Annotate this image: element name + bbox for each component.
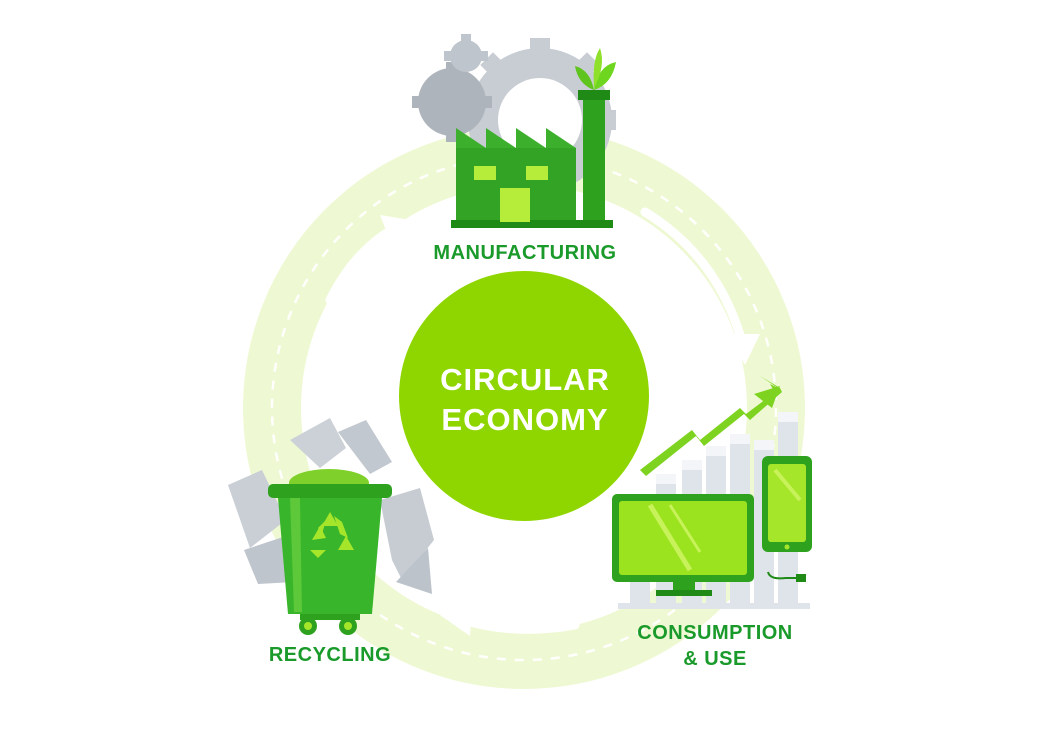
smartphone-icon (762, 456, 812, 552)
recycle-symbol-icon (228, 418, 434, 594)
factory-icon (451, 90, 613, 228)
center-circle (399, 271, 649, 521)
stage-label-manufacturing: MANUFACTURING (433, 242, 617, 264)
arrow-recycling-to-manufacturing (325, 215, 410, 305)
arrow-manufacturing-to-consumption (640, 207, 760, 365)
stage-label-consumption-line1: CONSUMPTION (637, 622, 793, 644)
center-title-line1: CIRCULAR (440, 362, 610, 397)
recycle-bin-icon (268, 469, 392, 635)
leaf-icon (575, 48, 616, 90)
stage-label-consumption: CONSUMPTION & USE (610, 620, 820, 672)
stage-label-consumption-line2: & USE (683, 648, 747, 670)
monitor-icon (612, 494, 806, 596)
cycle-arrows (325, 207, 760, 636)
center-title-line2: ECONOMY (441, 402, 609, 437)
arrow-consumption-to-recycling (440, 604, 580, 636)
center-title: CIRCULAR ECONOMY (400, 360, 650, 440)
stage-label-recycling: RECYCLING (268, 644, 392, 666)
